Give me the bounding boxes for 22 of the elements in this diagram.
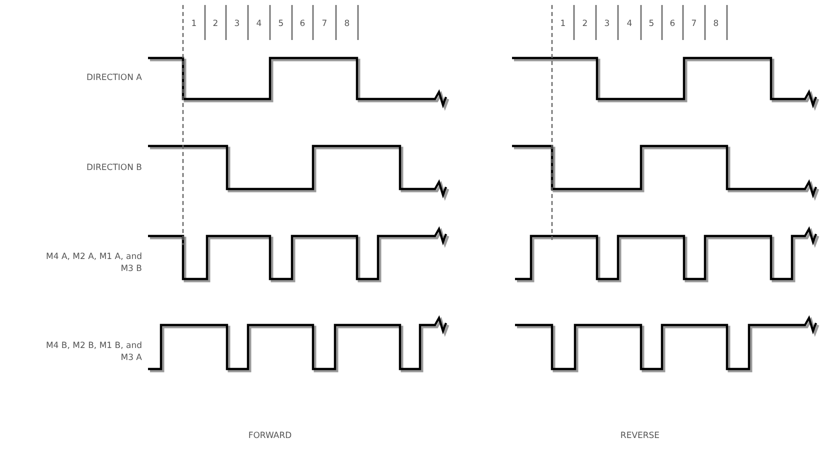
step-number: 2: [212, 18, 220, 30]
signal-label: M4 A, M2 A, M1 A, and M3 B: [45, 251, 142, 275]
step-number: 6: [668, 18, 676, 30]
direction-caption: FORWARD: [247, 430, 293, 442]
step-number: 4: [255, 18, 263, 30]
step-number: 5: [277, 18, 285, 30]
step-number: 6: [298, 18, 306, 30]
step-number: 2: [581, 18, 589, 30]
signal-label: DIRECTION A: [85, 72, 142, 84]
direction-caption: REVERSE: [619, 430, 661, 442]
step-number: 1: [559, 18, 567, 30]
step-number: 7: [320, 18, 328, 30]
step-number: 1: [190, 18, 198, 30]
step-number: 5: [648, 18, 656, 30]
step-number: 8: [343, 18, 351, 30]
signal-label: M4 B, M2 B, M1 B, and M3 A: [44, 340, 142, 364]
step-number: 8: [712, 18, 720, 30]
step-number: 3: [603, 18, 611, 30]
step-number: 3: [233, 18, 241, 30]
step-number: 7: [690, 18, 698, 30]
step-number: 4: [626, 18, 634, 30]
signal-label: DIRECTION B: [85, 162, 142, 174]
